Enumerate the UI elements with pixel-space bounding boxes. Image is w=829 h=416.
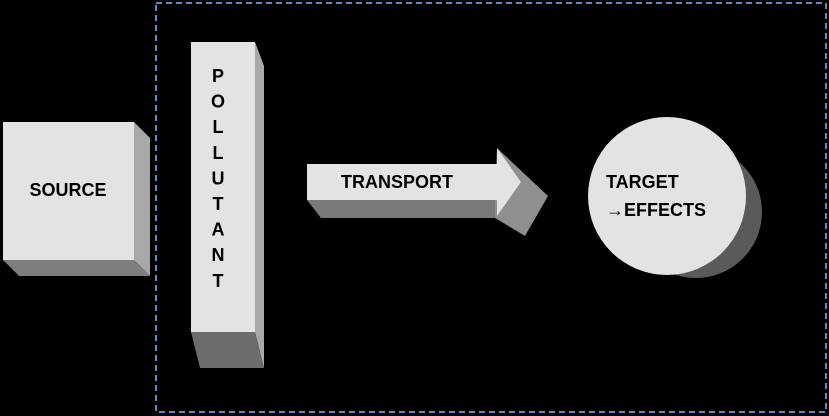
target-face — [588, 117, 746, 275]
pollutant-letter: L — [213, 143, 224, 163]
pollutant-letter: P — [212, 66, 224, 86]
pollutant-letter: U — [212, 168, 225, 188]
source-face — [3, 122, 134, 260]
pollutant-face — [191, 42, 255, 332]
pollutant-letter: N — [212, 245, 225, 265]
source-bottom — [3, 260, 150, 276]
pollutant-letter: T — [213, 194, 224, 214]
pollutant-letter: L — [213, 117, 224, 137]
transport-arrow: TRANSPORT — [307, 148, 548, 236]
pollutant-side — [255, 42, 264, 368]
dashed-boundary — [155, 2, 827, 413]
transport-arrow-bottom — [307, 200, 495, 218]
pollutant-letter: O — [211, 92, 225, 112]
transport-arrow-face — [307, 148, 521, 216]
pollutant-letter: T — [213, 271, 224, 291]
transport-label: TRANSPORT — [341, 172, 453, 192]
source-label: SOURCE — [29, 180, 106, 200]
pollutant-bottom — [191, 332, 264, 368]
effects-label: →EFFECTS — [606, 200, 706, 220]
target-circle: TARGET →EFFECTS — [588, 117, 762, 278]
source-side — [134, 122, 150, 276]
target-label: TARGET — [606, 172, 679, 192]
pollutant-letter: A — [212, 220, 225, 240]
source-block: SOURCE — [3, 122, 150, 276]
